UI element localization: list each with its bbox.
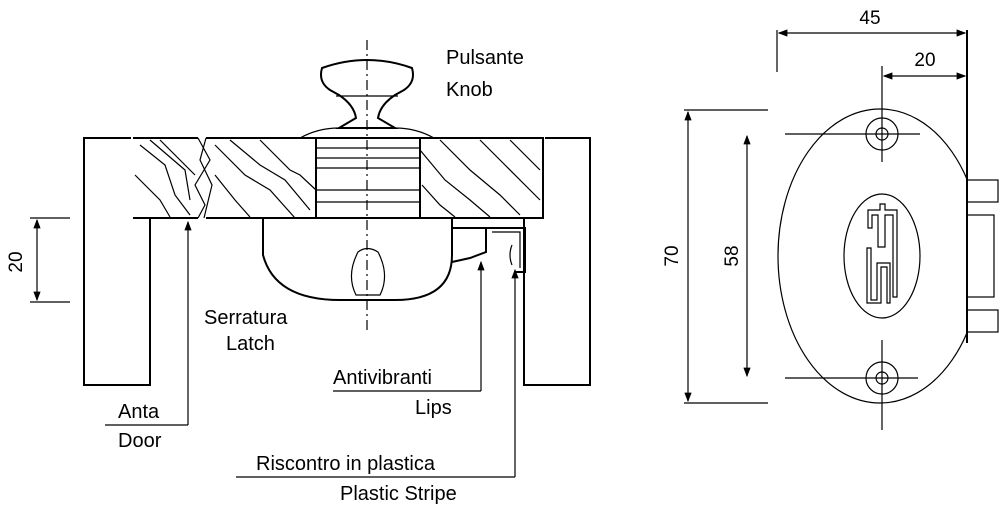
label-door-it: Anta <box>118 401 160 423</box>
side-section-view: 20 Pulsante Knob Serratura Latch Anta Do… <box>6 40 591 505</box>
dimension-value: 45 <box>859 8 880 29</box>
door-frame-left <box>83 137 151 386</box>
leader-stripe: Riscontro in plastica Plastic Stripe <box>236 268 519 505</box>
logo-oval <box>843 193 921 319</box>
front-view: 45 20 70 58 <box>662 8 999 430</box>
dimension-value: 58 <box>722 245 743 266</box>
door-frame-right <box>523 137 591 386</box>
label-stripe-en: Plastic Stripe <box>340 483 457 505</box>
lips <box>451 227 487 263</box>
dimension-value: 20 <box>6 251 27 272</box>
label-latch-en: Latch <box>226 333 275 355</box>
dimension-width-offset: 20 <box>882 50 967 80</box>
wood-grain <box>134 139 541 219</box>
screw-hole-bottom <box>785 340 918 430</box>
label-knob-it: Pulsante <box>446 47 524 69</box>
label-latch-it: Serratura <box>204 307 288 329</box>
screw-hole-top <box>785 66 920 162</box>
escutcheon-plate <box>777 108 967 404</box>
latch-bolts <box>966 179 999 333</box>
label-knob-en: Knob <box>446 79 493 101</box>
door-panel <box>133 137 544 219</box>
dimension-hole-spacing: 58 <box>722 134 751 378</box>
latch-body <box>262 218 453 301</box>
knob <box>299 59 435 219</box>
dimension-door-thickness: 20 <box>6 217 70 303</box>
leader-lips: Antivibranti Lips <box>333 260 485 419</box>
dimension-value: 70 <box>662 245 683 266</box>
logo-icon <box>866 203 898 304</box>
plastic-stripe <box>486 227 526 273</box>
label-door-en: Door <box>118 430 162 452</box>
dimension-height-total: 70 <box>662 109 768 404</box>
label-stripe-it: Riscontro in plastica <box>256 453 436 475</box>
label-lips-it: Antivibranti <box>333 367 432 389</box>
label-lips-en: Lips <box>415 397 452 419</box>
leader-door: Anta Door <box>105 220 192 452</box>
dimension-value: 20 <box>914 50 935 71</box>
keyhole <box>350 247 386 296</box>
dimension-width-total: 45 <box>776 8 967 72</box>
